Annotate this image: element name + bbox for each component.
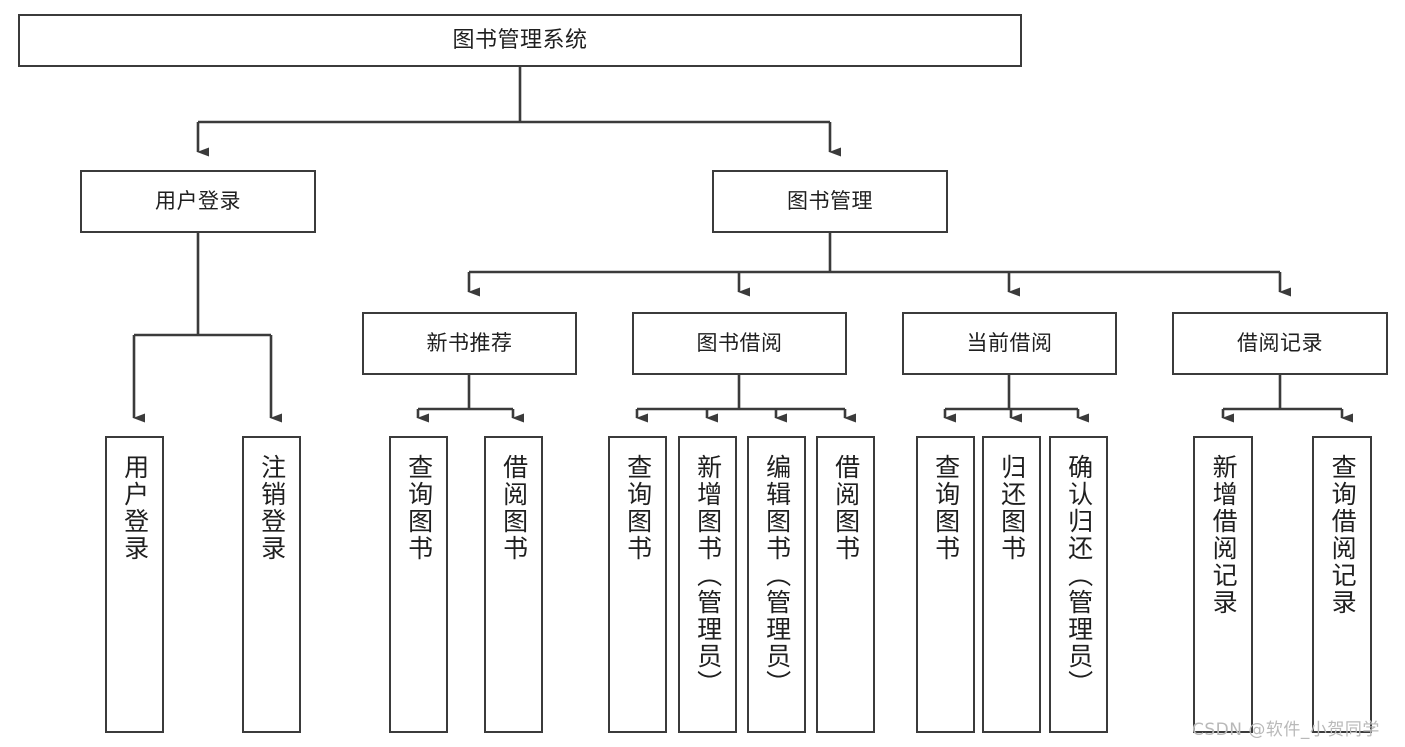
node-leaf-return-book-label: 归还图书 (997, 454, 1027, 562)
node-borrow-record[interactable]: 借阅记录 (1172, 312, 1388, 375)
node-leaf-borrow-book-1-label: 借阅图书 (499, 454, 529, 562)
node-leaf-borrow-book-1[interactable]: 借阅图书 (484, 436, 543, 733)
node-leaf-add-book-label: 新增图书（管理员） (693, 454, 723, 697)
node-leaf-query-book-1-label: 查询图书 (404, 454, 434, 562)
node-user-login[interactable]: 用户登录 (80, 170, 316, 233)
node-leaf-query-book-3[interactable]: 查询图书 (916, 436, 975, 733)
node-new-book-recommend-label: 新书推荐 (426, 331, 513, 356)
node-book-borrow[interactable]: 图书借阅 (632, 312, 847, 375)
node-root-label: 图书管理系统 (452, 27, 588, 53)
node-book-manage-label: 图书管理 (787, 189, 873, 214)
node-leaf-edit-book-label: 编辑图书（管理员） (762, 454, 792, 697)
node-borrow-record-label: 借阅记录 (1237, 331, 1323, 356)
node-leaf-query-book-2-label: 查询图书 (623, 454, 653, 562)
node-book-manage[interactable]: 图书管理 (712, 170, 948, 233)
node-leaf-add-record-label: 新增借阅记录 (1209, 454, 1239, 616)
node-new-book-recommend[interactable]: 新书推荐 (362, 312, 577, 375)
node-leaf-user-login[interactable]: 用户登录 (105, 436, 164, 733)
node-leaf-borrow-book-2[interactable]: 借阅图书 (816, 436, 875, 733)
node-leaf-query-book-3-label: 查询图书 (931, 454, 961, 562)
node-root[interactable]: 图书管理系统 (18, 14, 1022, 67)
node-leaf-edit-book[interactable]: 编辑图书（管理员） (747, 436, 806, 733)
node-leaf-query-record-label: 查询借阅记录 (1328, 454, 1358, 616)
node-leaf-add-book[interactable]: 新增图书（管理员） (678, 436, 737, 733)
node-book-borrow-label: 图书借阅 (696, 331, 783, 356)
node-leaf-borrow-book-2-label: 借阅图书 (831, 454, 861, 562)
node-leaf-query-record[interactable]: 查询借阅记录 (1312, 436, 1372, 733)
node-leaf-return-book[interactable]: 归还图书 (982, 436, 1041, 733)
node-leaf-add-record[interactable]: 新增借阅记录 (1193, 436, 1253, 733)
node-leaf-confirm-return[interactable]: 确认归还（管理员） (1049, 436, 1108, 733)
csdn-watermark: CSDN @软件_小贺同学 (1192, 720, 1380, 740)
node-current-borrow[interactable]: 当前借阅 (902, 312, 1117, 375)
node-leaf-query-book-1[interactable]: 查询图书 (389, 436, 448, 733)
node-leaf-user-login-label: 用户登录 (120, 454, 150, 562)
node-leaf-logout-label: 注销登录 (257, 454, 287, 562)
node-leaf-logout[interactable]: 注销登录 (242, 436, 301, 733)
node-leaf-confirm-return-label: 确认归还（管理员） (1064, 454, 1094, 697)
node-current-borrow-label: 当前借阅 (966, 331, 1053, 356)
node-leaf-query-book-2[interactable]: 查询图书 (608, 436, 667, 733)
node-user-login-label: 用户登录 (155, 189, 241, 214)
